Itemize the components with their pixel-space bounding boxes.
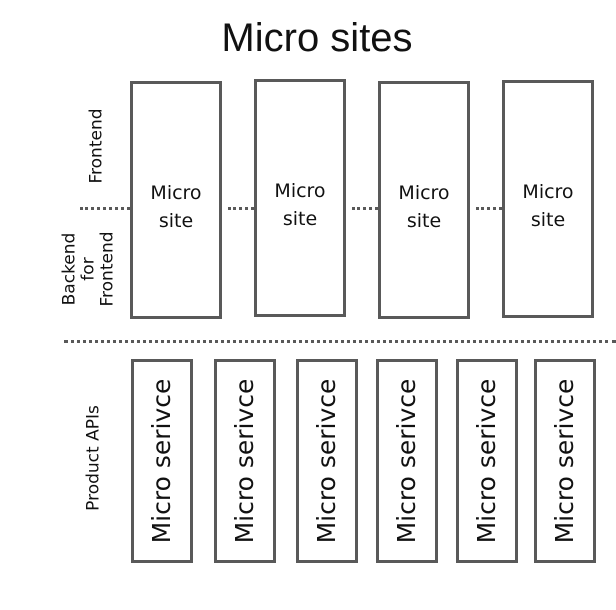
bff-layer-label: Backend for Frontend [59, 231, 118, 307]
micro-site-box: Micro site [254, 79, 346, 317]
product-apis-layer-label: Product APIs [83, 405, 104, 511]
bff-label-line-2: for [78, 257, 99, 281]
connector-dots-1 [228, 207, 254, 210]
diagram-title: Micro sites [221, 16, 413, 60]
micro-service-box: Micro serivce [131, 359, 193, 563]
connector-dots-3 [476, 207, 502, 210]
micro-service-label: Micro serivce [550, 378, 579, 544]
micro-service-box: Micro serivce [376, 359, 438, 563]
micro-site-box: Micro site [502, 80, 594, 318]
micro-site-label: Micro site [522, 181, 574, 231]
micro-site-box: Micro site [130, 81, 222, 319]
micro-service-label: Micro serivce [230, 378, 259, 544]
micro-service-label: Micro serivce [472, 378, 501, 544]
micro-service-box: Micro serivce [214, 359, 276, 563]
connector-dots-2 [352, 207, 378, 210]
micro-service-box: Micro serivce [456, 359, 518, 563]
frontend-layer-label: Frontend [86, 108, 107, 184]
micro-service-label: Micro serivce [312, 378, 341, 544]
micro-site-label: Micro site [398, 182, 450, 232]
micro-site-label: Micro site [150, 182, 202, 232]
micro-service-label: Micro serivce [147, 378, 176, 544]
bff-label-line-3: Frontend [97, 231, 118, 307]
api-layer-divider [64, 340, 616, 343]
bff-label-line-1: Backend [59, 232, 80, 306]
frontend-bff-divider [80, 207, 130, 210]
micro-service-label: Micro serivce [392, 378, 421, 544]
micro-service-box: Micro serivce [296, 359, 358, 563]
micro-service-box: Micro serivce [534, 359, 596, 563]
micro-site-label: Micro site [274, 180, 326, 230]
micro-site-box: Micro site [378, 81, 470, 319]
